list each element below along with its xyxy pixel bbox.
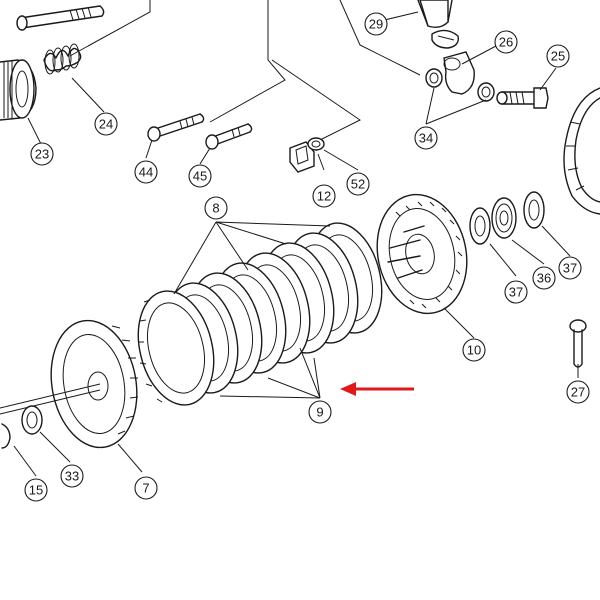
svg-text:8: 8 xyxy=(212,201,219,216)
callout-27: 27 xyxy=(566,380,590,404)
callout-25: 25 xyxy=(546,44,570,68)
callout-9: 9 xyxy=(308,400,332,424)
svg-text:36: 36 xyxy=(537,271,551,286)
svg-text:24: 24 xyxy=(99,117,113,132)
highlight-arrow xyxy=(340,382,414,396)
svg-text:44: 44 xyxy=(139,165,153,180)
spring xyxy=(43,43,82,75)
svg-text:27: 27 xyxy=(571,385,585,400)
callout-15: 15 xyxy=(24,478,48,502)
banjo-bolt-25 xyxy=(496,87,549,109)
svg-text:29: 29 xyxy=(369,17,383,32)
svg-text:34: 34 xyxy=(419,131,433,146)
clutch-plate-stack xyxy=(137,222,383,406)
callout-29: 29 xyxy=(364,12,388,36)
svg-text:26: 26 xyxy=(499,35,513,50)
svg-text:37: 37 xyxy=(563,261,577,276)
bolt-27 xyxy=(569,319,587,368)
callout-24: 24 xyxy=(94,112,118,136)
thrust-bearing-36 xyxy=(491,197,517,239)
svg-text:23: 23 xyxy=(35,147,49,162)
callout-45: 45 xyxy=(188,164,212,188)
callout-52: 52 xyxy=(346,172,370,196)
callout-34: 34 xyxy=(414,126,438,150)
svg-text:33: 33 xyxy=(65,469,79,484)
washer-34b xyxy=(477,82,495,102)
bolt-44 xyxy=(147,113,205,142)
callout-36: 36 xyxy=(532,266,556,290)
elbow-fitting xyxy=(443,51,475,95)
washer-52 xyxy=(307,137,325,151)
callout-23: 23 xyxy=(30,142,54,166)
washer-37-right xyxy=(523,191,545,229)
callout-8: 8 xyxy=(204,196,228,220)
circlip-15 xyxy=(1,423,11,449)
svg-text:9: 9 xyxy=(316,405,323,420)
callout-33: 33 xyxy=(60,464,84,488)
clutch-hub xyxy=(50,319,139,449)
clamp-26 xyxy=(431,29,459,49)
shaft-line xyxy=(0,383,101,415)
svg-text:25: 25 xyxy=(551,49,565,64)
svg-text:7: 7 xyxy=(142,481,149,496)
clutch-housing-partial xyxy=(563,87,600,215)
svg-text:45: 45 xyxy=(193,169,207,184)
callout-26: 26 xyxy=(494,30,518,54)
callout-12: 12 xyxy=(312,184,336,208)
washer-33 xyxy=(21,405,43,435)
washer-37-left xyxy=(469,207,491,245)
callout-37-left: 37 xyxy=(504,280,528,304)
washer-34a xyxy=(425,68,443,88)
callout-37-right: 37 xyxy=(558,256,582,280)
plug-12 xyxy=(289,141,315,173)
frame-lines-top xyxy=(87,0,421,151)
svg-text:12: 12 xyxy=(317,189,331,204)
pressure-plate xyxy=(376,193,468,315)
bolt-45 xyxy=(205,123,253,150)
needle-bearing xyxy=(0,59,37,121)
callout-44: 44 xyxy=(134,160,158,184)
svg-text:52: 52 xyxy=(351,177,365,192)
callout-10: 10 xyxy=(462,338,486,362)
tube-29 xyxy=(417,0,453,29)
svg-text:37: 37 xyxy=(509,285,523,300)
svg-text:10: 10 xyxy=(467,343,481,358)
callout-7: 7 xyxy=(134,476,158,500)
bolt-top-left xyxy=(16,5,105,31)
svg-text:15: 15 xyxy=(29,483,43,498)
